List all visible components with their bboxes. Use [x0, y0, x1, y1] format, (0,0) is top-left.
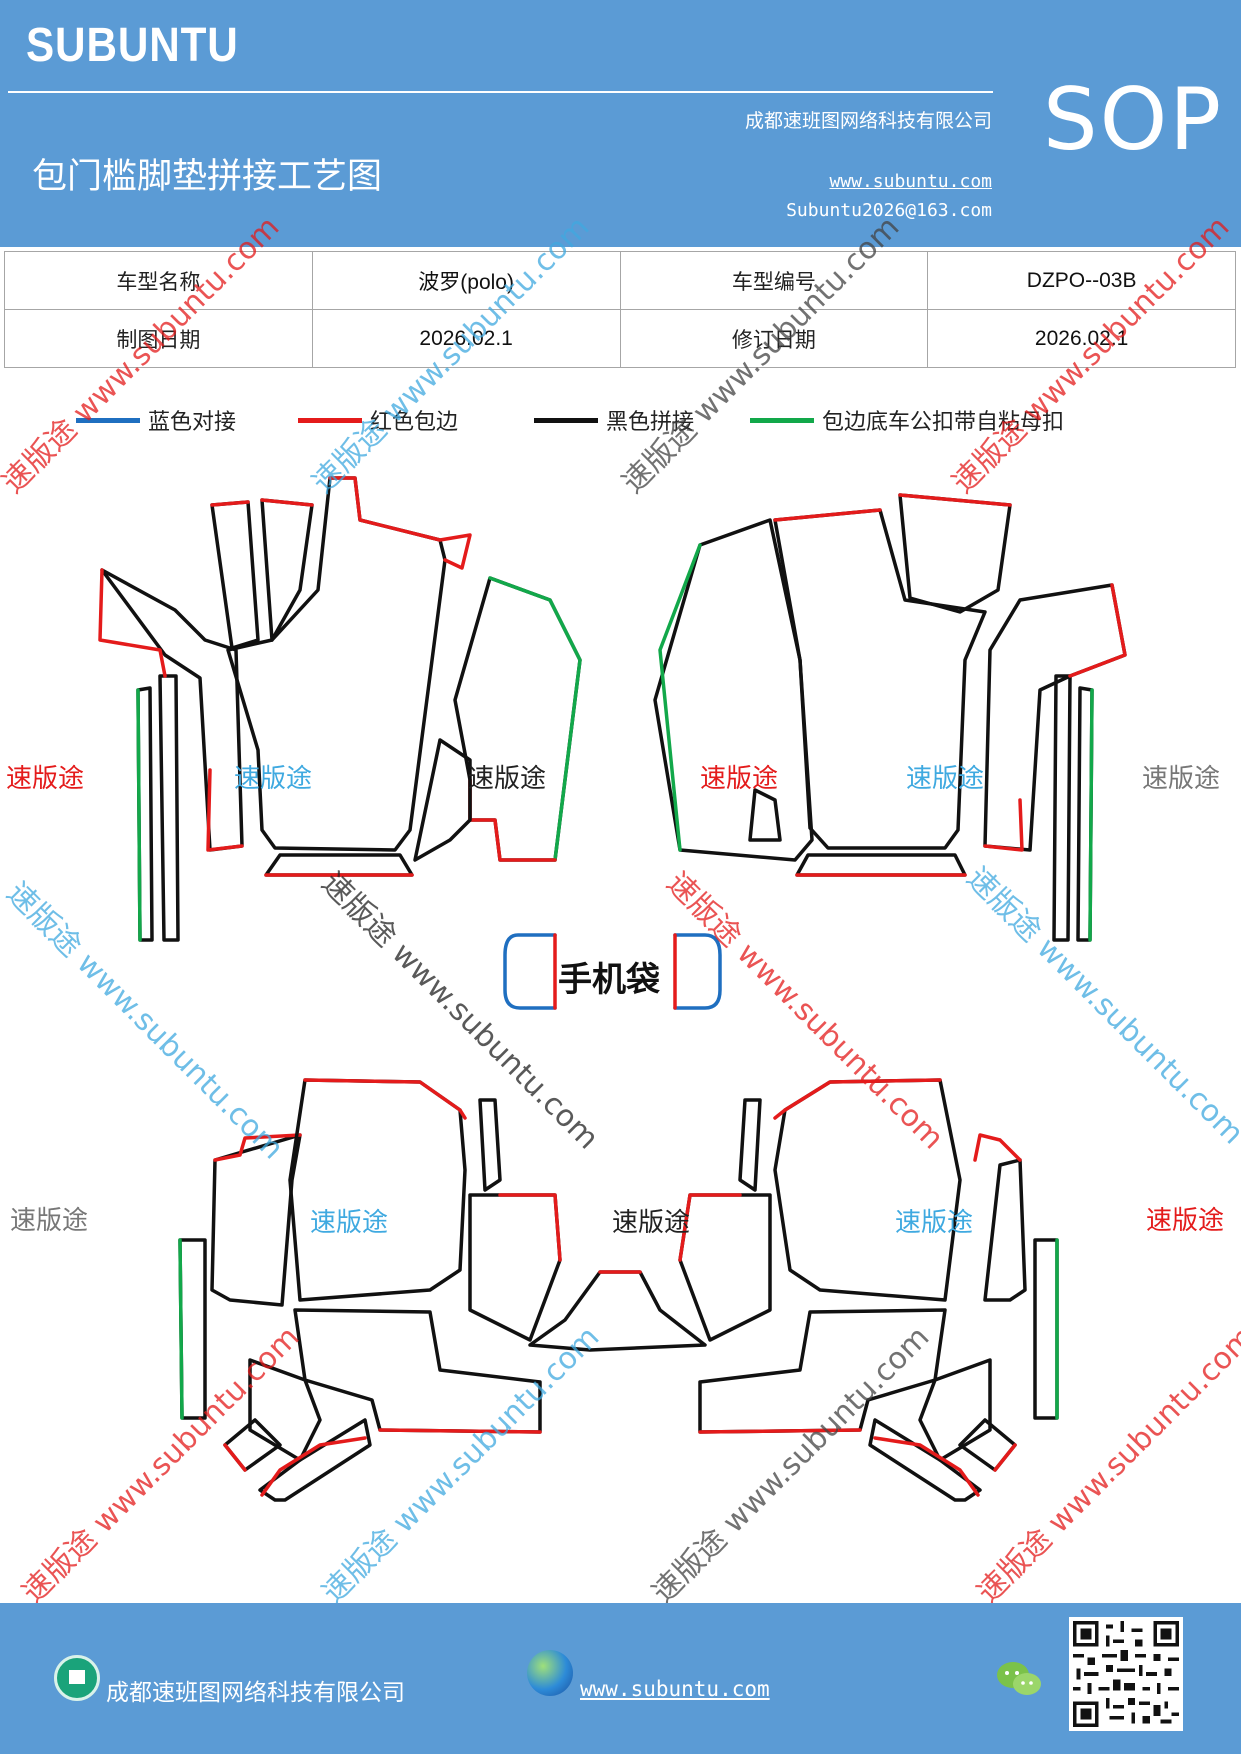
mat-piece — [773, 1078, 962, 1302]
legend-swatch-blue — [76, 417, 140, 423]
mat-piece — [868, 1418, 982, 1502]
red-edge — [698, 1428, 862, 1434]
mat-piece — [983, 1158, 1027, 1302]
red-edge — [773, 1078, 942, 1120]
header-divider — [8, 91, 993, 93]
mat-piece — [478, 1098, 502, 1192]
mat-piece — [748, 788, 782, 842]
wechat-icon — [997, 1662, 1041, 1695]
mat-piece — [795, 853, 967, 877]
table-cell: 2026.02.1 — [311, 309, 621, 368]
mat-piece — [210, 1133, 302, 1307]
red-edge — [993, 1443, 1017, 1472]
mat-piece — [100, 568, 244, 852]
red-edge — [328, 476, 472, 570]
page-title: 包门槛脚垫拼接工艺图 — [32, 157, 383, 197]
green-edge — [488, 576, 582, 862]
mat-piece — [468, 1193, 562, 1342]
center-tunnel — [528, 1270, 707, 1352]
red-edge — [468, 778, 557, 862]
mat-piece — [898, 493, 1012, 614]
phone-bag-label: 手机袋 — [558, 960, 660, 1000]
legend-swatch-green — [750, 417, 814, 423]
mat-piece — [678, 1193, 772, 1342]
website-link[interactable]: www.subuntu.com — [829, 171, 992, 192]
qr-code[interactable] — [1069, 1617, 1183, 1731]
red-edge — [898, 493, 1012, 507]
red-edge — [303, 1078, 467, 1120]
mat-piece — [248, 1358, 322, 1462]
red-edge — [210, 500, 250, 507]
red-edge — [973, 1133, 1022, 1162]
legend-black: 黑色拼接 — [534, 404, 694, 436]
legend-blue: 蓝色对接 — [76, 404, 236, 436]
legend-swatch-black — [534, 417, 598, 423]
brand-logo: SUBUNTU — [26, 19, 239, 72]
legend-label: 黑色拼接 — [606, 410, 695, 435]
mat-piece — [260, 498, 314, 642]
red-edge — [260, 498, 314, 507]
mat-piece — [178, 1238, 207, 1420]
footer-company: 成都速班图网络科技有限公司 — [106, 1680, 405, 1706]
table-row: 制图日期 2026.02.1 修订日期 2026.02.1 — [4, 309, 1236, 368]
red-edge — [213, 1133, 302, 1162]
table-cell: 车型编号 — [619, 251, 929, 310]
green-edge — [136, 688, 142, 942]
mat-piece — [413, 738, 472, 862]
footer: 成都速班图网络科技有限公司 www.subuntu.com — [0, 1603, 1241, 1754]
header-banner: SUBUNTU 成都速班图网络科技有限公司 包门槛脚垫拼接工艺图 www.sub… — [0, 0, 1241, 247]
legend-label: 红色包边 — [370, 410, 459, 435]
red-edge — [498, 1193, 562, 1262]
green-edge — [178, 1238, 184, 1420]
table-cell: 制图日期 — [4, 309, 313, 368]
mat-piece — [773, 508, 987, 850]
legend-green: 包边底车公扣带自粘母扣 — [750, 404, 1064, 436]
phone-bag-left — [503, 933, 557, 1010]
email-address: Subuntu2026@163.com — [786, 200, 992, 221]
sop-badge: SOP — [1043, 70, 1224, 170]
mat-piece — [288, 1078, 467, 1302]
mat-piece — [264, 853, 414, 877]
red-edge — [1068, 583, 1127, 678]
legend-red: 红色包边 — [298, 404, 458, 436]
table-cell: 波罗(polo) — [311, 251, 621, 310]
table-cell: 修订日期 — [619, 309, 929, 368]
table-cell: 车型名称 — [4, 251, 313, 310]
red-edge — [223, 1443, 247, 1472]
globe-icon — [527, 1650, 573, 1696]
table-cell: 2026.02.1 — [927, 309, 1236, 368]
company-name: 成都速班图网络科技有限公司 — [744, 110, 992, 132]
mat-piece — [158, 674, 180, 942]
red-edge — [873, 1436, 980, 1497]
red-edge — [773, 508, 882, 522]
red-edge — [206, 768, 244, 852]
red-edge — [98, 568, 167, 678]
red-edge — [378, 1428, 542, 1434]
mat-piece — [258, 1418, 372, 1502]
mat-piece — [738, 1098, 762, 1192]
mat-piece — [210, 500, 260, 650]
legend-swatch-red — [298, 417, 362, 423]
red-edge — [983, 798, 1024, 852]
footer-website-link[interactable]: www.subuntu.com — [580, 1677, 770, 1701]
legend-label: 蓝色对接 — [148, 410, 237, 435]
green-edge — [658, 543, 702, 852]
legend-label: 包边底车公扣带自粘母扣 — [822, 410, 1065, 435]
phone-bag-right — [673, 933, 722, 1010]
red-edge — [678, 1193, 742, 1262]
mat-piece — [226, 476, 447, 852]
info-table: 车型名称 波罗(polo) 车型编号 DZPO--03B 制图日期 2026.0… — [4, 251, 1236, 368]
mat-piece — [1033, 1238, 1059, 1420]
mat-piece — [653, 518, 814, 862]
green-edge — [1088, 688, 1094, 942]
home-icon — [54, 1655, 100, 1701]
red-edge — [260, 1436, 367, 1497]
mat-piece — [918, 1358, 992, 1462]
mat-piece — [1052, 674, 1072, 942]
